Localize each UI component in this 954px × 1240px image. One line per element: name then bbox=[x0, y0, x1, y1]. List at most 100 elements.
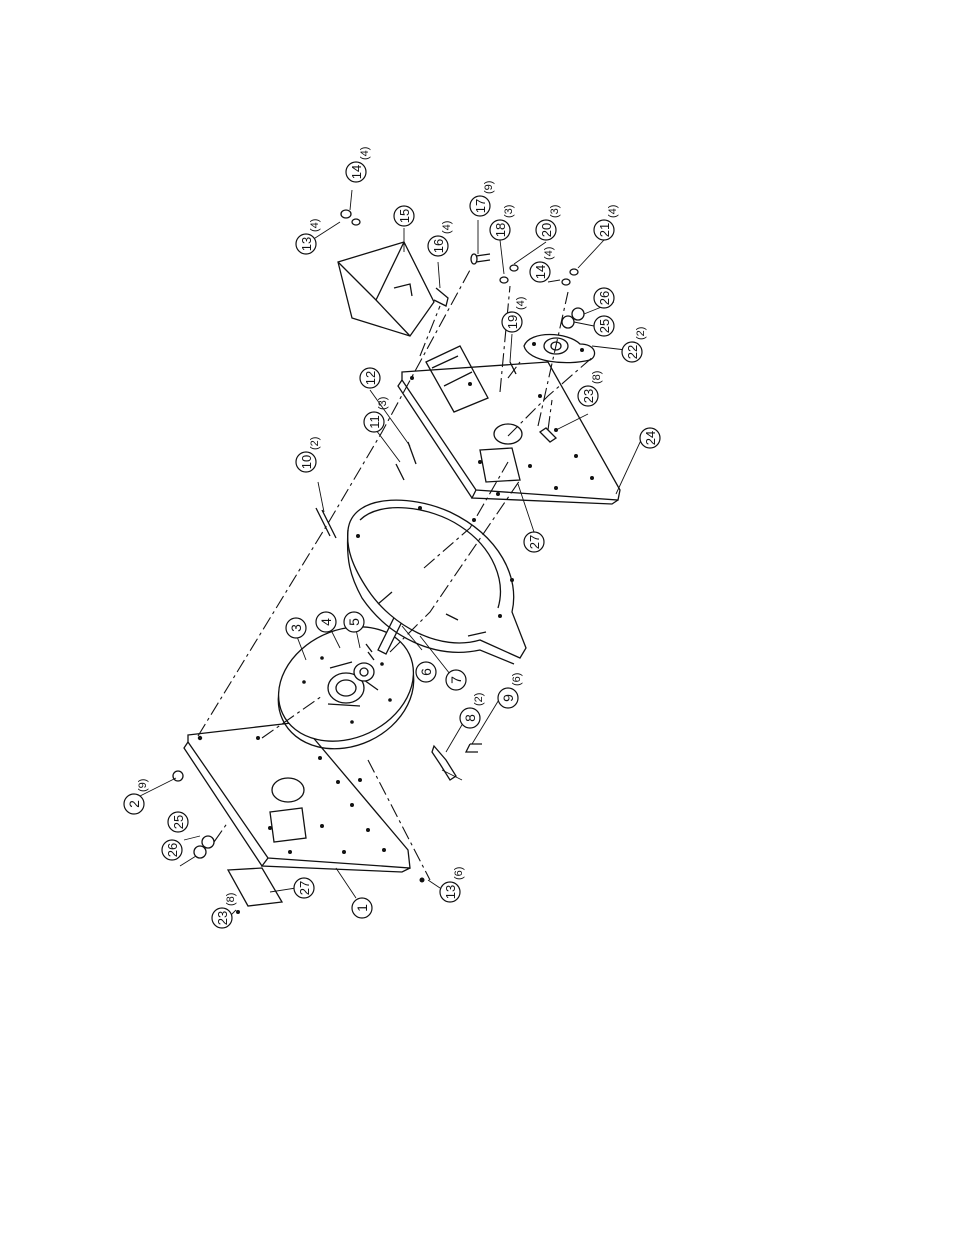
callout-c9: 9(6) bbox=[497, 673, 523, 709]
callout-c23b: 23(8) bbox=[577, 371, 603, 407]
callout-quantity: (4) bbox=[309, 219, 321, 232]
ring-25-right bbox=[561, 315, 575, 329]
ring-26-right bbox=[571, 307, 585, 321]
callout-circle bbox=[427, 235, 449, 257]
callout-c3: 3 bbox=[285, 617, 307, 639]
callout-quantity: (4) bbox=[543, 247, 555, 260]
back-plate bbox=[397, 345, 621, 505]
callout-quantity: (3) bbox=[377, 397, 389, 410]
ring-25-left bbox=[201, 835, 215, 849]
callout-c6: 6 bbox=[415, 661, 437, 683]
callout-circle bbox=[523, 531, 545, 553]
callout-c26b: 26 bbox=[593, 287, 615, 309]
callout-circle bbox=[295, 233, 317, 255]
callout-quantity: (4) bbox=[359, 147, 371, 160]
callout-quantity: (4) bbox=[441, 221, 453, 234]
callout-circle bbox=[285, 617, 307, 639]
callout-c27a: 27 bbox=[293, 877, 315, 899]
callout-number: 14 bbox=[533, 265, 548, 279]
callout-quantity: (2) bbox=[635, 327, 647, 340]
callout-c4: 4 bbox=[315, 611, 337, 633]
callout-circle bbox=[577, 385, 599, 407]
callout-c2: 2 (9) bbox=[123, 779, 149, 815]
callout-c15: 15 bbox=[393, 205, 415, 227]
callout-c14a: 14(4) bbox=[345, 147, 371, 183]
callout-c10: 10(2) bbox=[295, 437, 321, 473]
callout-number: 7 bbox=[448, 676, 464, 684]
callout-circle bbox=[501, 311, 523, 333]
callout-c21: 21(4) bbox=[593, 205, 619, 241]
hopper bbox=[337, 241, 449, 337]
callout-circle bbox=[469, 195, 491, 217]
callout-number: 22 bbox=[625, 345, 640, 359]
callout-circle bbox=[497, 687, 519, 709]
callout-circle bbox=[393, 205, 415, 227]
callout-number: 25 bbox=[597, 319, 612, 333]
callout-circle bbox=[489, 219, 511, 241]
callout-quantity: (2) bbox=[309, 437, 321, 450]
callout-number: 9 bbox=[500, 694, 516, 702]
callout-number: 15 bbox=[397, 209, 412, 223]
assembly-center-lines bbox=[197, 269, 595, 881]
callout-quantity: (2) bbox=[473, 693, 485, 706]
callout-number: 14 bbox=[349, 165, 364, 179]
callout-number: 18 bbox=[493, 223, 508, 237]
callout-number: 26 bbox=[165, 843, 180, 857]
callout-circle bbox=[593, 219, 615, 241]
callout-circle bbox=[363, 411, 385, 433]
callout-c13a: 13(4) bbox=[295, 219, 321, 255]
callout-circle bbox=[535, 219, 557, 241]
callout-c22: 22(2) bbox=[621, 327, 647, 363]
callout-number: 24 bbox=[643, 431, 658, 445]
callout-circle bbox=[351, 897, 373, 919]
callout-number: 8 bbox=[462, 714, 478, 722]
callout-circle bbox=[445, 669, 467, 691]
callout-quantity: (4) bbox=[607, 205, 619, 218]
callout-c5: 5 bbox=[343, 611, 365, 633]
callout-number: 26 bbox=[597, 291, 612, 305]
callout-c16: 16(4) bbox=[427, 221, 453, 257]
callout-circle bbox=[293, 877, 315, 899]
callout-c25b: 25 bbox=[593, 315, 615, 337]
callout-number: 23 bbox=[581, 389, 596, 403]
callout-circle bbox=[295, 451, 317, 473]
callout-quantity: (9) bbox=[137, 779, 149, 792]
callout-quantity: (9) bbox=[483, 181, 495, 194]
callout-c26a: 26 bbox=[161, 839, 183, 861]
front-plate bbox=[183, 721, 411, 873]
callout-number: 3 bbox=[288, 624, 304, 632]
callout-quantity: (3) bbox=[503, 205, 515, 218]
callout-c14b: 14(4) bbox=[529, 247, 555, 283]
callout-quantity: (8) bbox=[225, 893, 237, 906]
callout-circle bbox=[639, 427, 661, 449]
callout-c20: 20(3) bbox=[535, 205, 561, 241]
callout-number: 6 bbox=[418, 668, 434, 676]
callout-c7: 7 bbox=[445, 669, 467, 691]
callout-number: 5 bbox=[346, 618, 362, 626]
callout-number: 19 bbox=[505, 315, 520, 329]
ring-26-left bbox=[193, 845, 207, 859]
callout-c19: 19(4) bbox=[501, 297, 527, 333]
callout-c1: 1 bbox=[351, 897, 373, 919]
callout-circle bbox=[167, 811, 189, 833]
callout-circle bbox=[315, 611, 337, 633]
blower-housing bbox=[346, 499, 527, 665]
callout-quantity: (8) bbox=[591, 371, 603, 384]
callout-number: 27 bbox=[527, 535, 542, 549]
callout-circle bbox=[359, 367, 381, 389]
callout-c13b: 13(6) bbox=[439, 867, 465, 903]
callout-circle bbox=[415, 661, 437, 683]
callout-number: 27 bbox=[297, 881, 312, 895]
callout-number: 2 bbox=[126, 800, 142, 808]
callout-circle bbox=[123, 793, 145, 815]
callout-circle bbox=[161, 839, 183, 861]
callout-number: 20 bbox=[539, 223, 554, 237]
callout-number: 4 bbox=[318, 618, 334, 626]
callout-number: 11 bbox=[367, 415, 382, 429]
callout-c17: 17(9) bbox=[469, 181, 495, 217]
callout-circle bbox=[459, 707, 481, 729]
bearing-flange bbox=[523, 333, 596, 364]
